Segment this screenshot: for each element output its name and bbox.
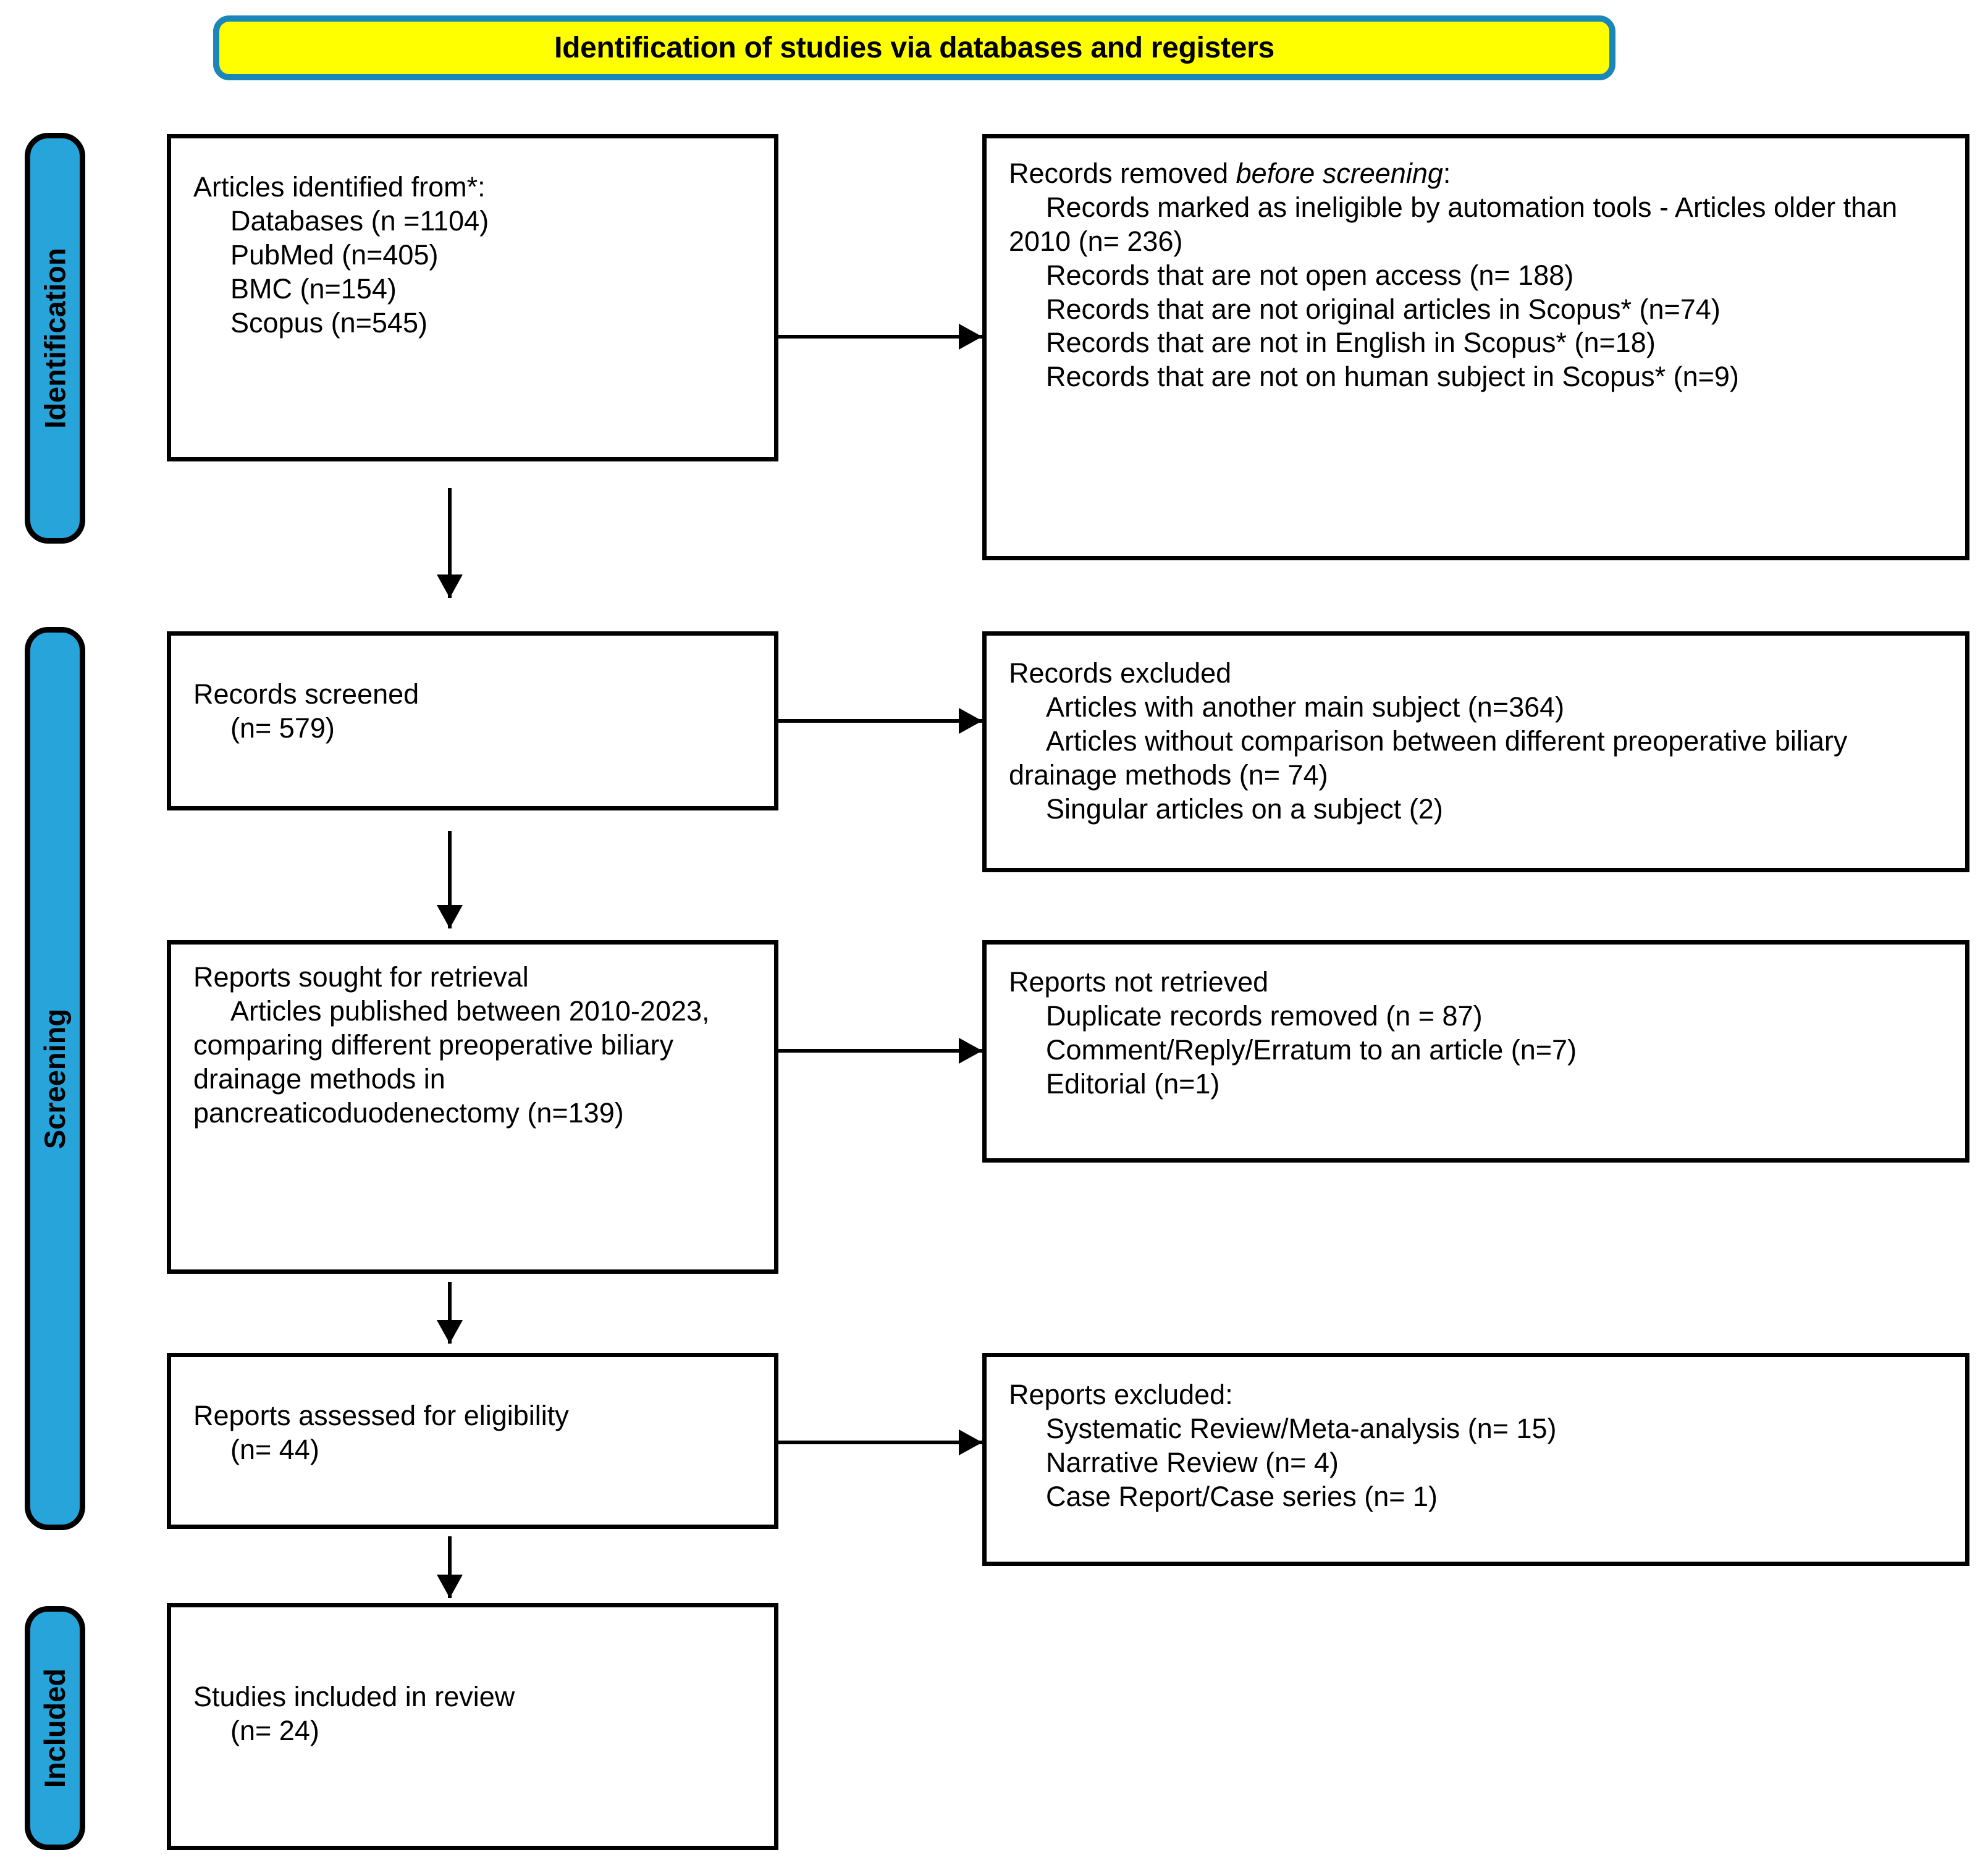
box-removed-title-suffix: :	[1443, 158, 1451, 189]
box-sought-detail: Articles published between 2010-2023, co…	[193, 995, 718, 1129]
box-screened-title: Records screened	[193, 678, 419, 710]
arrow-shaft	[448, 1282, 452, 1344]
arrow-screened-to-excluded-records	[777, 707, 982, 735]
stage-label-included: Included	[25, 1606, 85, 1850]
box-removed-line-automation: Records marked as ineligible by automati…	[1009, 191, 1905, 257]
box-excluded-records-line-singular: Singular articles on a subject (2)	[1046, 793, 1443, 825]
arrow-head-down-icon	[437, 574, 463, 598]
arrow-identified-to-removed	[777, 322, 982, 351]
stage-label-identification-text: Identification	[38, 248, 72, 429]
box-reports-not-retrieved: Reports not retrieved Duplicate records …	[982, 940, 1969, 1163]
arrow-screened-to-sought	[432, 831, 467, 928]
box-identified-line-bmc: BMC (n=154)	[230, 272, 397, 305]
arrow-shaft	[777, 335, 982, 339]
box-studies-included-in-review: Studies included in review (n= 24)	[167, 1603, 778, 1850]
arrow-shaft	[777, 719, 982, 723]
arrow-sought-to-not-retrieved	[777, 1037, 982, 1065]
box-screened-count: (n= 579)	[230, 712, 335, 744]
box-reports-assessed-for-eligibility: Reports assessed for eligibility (n= 44)	[167, 1353, 778, 1529]
box-removed-line-open-access: Records that are not open access (n= 188…	[1046, 259, 1574, 291]
box-identified-line-pubmed: PubMed (n=405)	[230, 238, 439, 271]
box-identified-line-scopus: Scopus (n=545)	[230, 306, 428, 339]
arrow-identified-to-screened	[432, 488, 467, 598]
arrow-head-right-icon	[959, 1429, 982, 1455]
arrow-head-down-icon	[437, 1320, 463, 1344]
box-not-retrieved-title: Reports not retrieved	[1009, 966, 1269, 998]
box-not-retrieved-line-duplicates: Duplicate records removed (n = 87)	[1046, 999, 1483, 1032]
arrow-head-right-icon	[959, 1038, 982, 1064]
arrow-shaft	[448, 1536, 452, 1598]
box-removed-line-english: Records that are not in English in Scopu…	[1046, 327, 1656, 359]
box-excluded-records-line-no-comparison: Articles without comparison between diff…	[1009, 725, 1855, 791]
arrow-head-down-icon	[437, 905, 463, 928]
box-excluded-reports-title: Reports excluded:	[1009, 1379, 1233, 1410]
box-reports-excluded: Reports excluded: Systematic Review/Meta…	[982, 1353, 1969, 1566]
diagram-title: Identification of studies via databases …	[554, 32, 1274, 64]
arrow-assessed-to-included	[432, 1536, 467, 1598]
arrow-head-right-icon	[959, 708, 982, 734]
box-included-count: (n= 24)	[230, 1714, 319, 1746]
arrow-sought-to-assessed	[432, 1282, 467, 1344]
arrow-shaft	[448, 488, 452, 598]
stage-label-included-text: Included	[38, 1668, 72, 1788]
box-removed-title-prefix: Records removed	[1009, 158, 1236, 189]
box-not-retrieved-line-comment: Comment/Reply/Erratum to an article (n=7…	[1046, 1033, 1577, 1066]
box-articles-identified: Articles identified from*: Databases (n …	[167, 134, 778, 461]
box-records-removed-before-screening: Records removed before screening: Record…	[982, 134, 1969, 560]
box-excluded-reports-line-narrative: Narrative Review (n= 4)	[1046, 1446, 1339, 1478]
box-removed-title-italic: before screening	[1236, 158, 1443, 189]
box-records-screened: Records screened (n= 579)	[167, 631, 778, 810]
stage-label-screening: Screening	[25, 627, 85, 1530]
box-excluded-reports-line-case-report: Case Report/Case series (n= 1)	[1046, 1480, 1438, 1512]
arrow-shaft	[448, 831, 452, 928]
box-identified-line-databases: Databases (n =1104)	[230, 204, 489, 237]
arrow-shaft	[777, 1441, 982, 1444]
diagram-header-banner: Identification of studies via databases …	[213, 15, 1615, 80]
box-removed-title: Records removed before screening:	[1009, 157, 1947, 191]
box-records-excluded: Records excluded Articles with another m…	[982, 631, 1969, 872]
box-removed-line-original-articles: Records that are not original articles i…	[1046, 293, 1721, 325]
arrow-head-down-icon	[437, 1575, 463, 1598]
stage-label-screening-text: Screening	[38, 1008, 72, 1149]
box-sought-title: Reports sought for retrieval	[193, 961, 529, 993]
arrow-head-right-icon	[959, 324, 982, 350]
box-removed-line-human-subject: Records that are not on human subject in…	[1046, 361, 1739, 393]
box-excluded-records-title: Records excluded	[1009, 657, 1232, 689]
box-assessed-title: Reports assessed for eligibility	[193, 1400, 569, 1431]
box-included-title: Studies included in review	[193, 1681, 515, 1712]
box-identified-title: Articles identified from*:	[193, 171, 486, 203]
stage-label-identification: Identification	[25, 133, 85, 544]
box-excluded-reports-line-systematic: Systematic Review/Meta-analysis (n= 15)	[1046, 1412, 1557, 1444]
box-not-retrieved-line-editorial: Editorial (n=1)	[1046, 1067, 1220, 1100]
box-excluded-records-line-main-subject: Articles with another main subject (n=36…	[1046, 691, 1565, 723]
arrow-assessed-to-excluded-reports	[777, 1428, 982, 1457]
box-reports-sought-for-retrieval: Reports sought for retrieval Articles pu…	[167, 940, 778, 1274]
box-assessed-count: (n= 44)	[230, 1433, 319, 1465]
arrow-shaft	[777, 1049, 982, 1053]
